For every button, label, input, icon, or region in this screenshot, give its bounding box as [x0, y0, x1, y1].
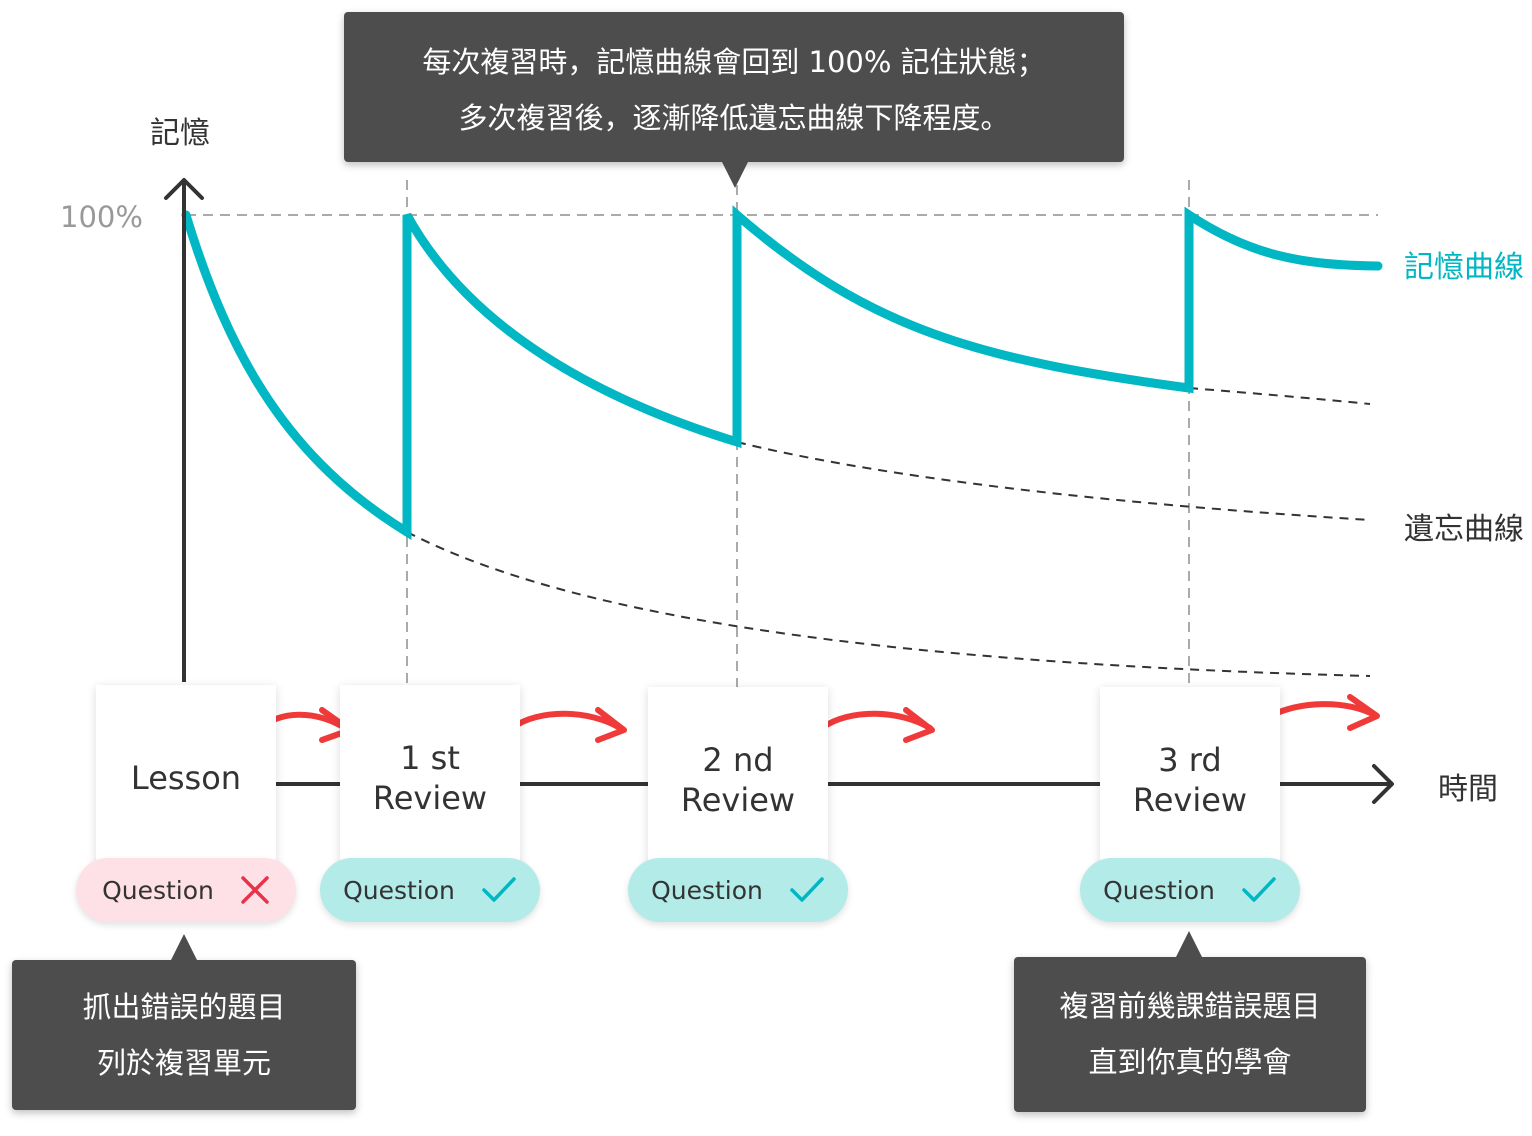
check-icon: [790, 877, 824, 902]
review-3-label: Review: [1132, 780, 1248, 819]
callout-line-2: 直到你真的學會: [1088, 1045, 1292, 1079]
review-2-card: 2 nd Review: [648, 687, 828, 872]
review-2-ordinal: 2 nd: [702, 740, 774, 779]
review-2-label: Review: [680, 780, 796, 819]
review-1-card: 1 st Review: [340, 685, 520, 870]
forgetting-curve-2: [736, 441, 1371, 521]
memory-curve: [181, 205, 1383, 541]
forgetting-curve-3: [1188, 387, 1371, 405]
question-label: Question: [1103, 875, 1215, 905]
callout-line-2: 列於複習單元: [96, 1046, 271, 1080]
x-axis-arrowhead: [1372, 764, 1394, 804]
cross-icon: [241, 876, 269, 904]
check-icon: [1242, 877, 1276, 902]
x-axis-label: 時間: [1438, 772, 1498, 807]
review-3-question-pill: Question: [1080, 858, 1300, 922]
forgetting-curve-1: [406, 531, 1371, 677]
hundred-percent-label: 100%: [60, 200, 143, 234]
lesson-question-pill: Question: [76, 858, 296, 922]
review-1-ordinal: 1 st: [400, 738, 460, 777]
question-label: Question: [102, 875, 214, 905]
y-axis-label: 記憶: [150, 116, 210, 151]
review-1-label: Review: [372, 778, 488, 817]
review-3-ordinal: 3 rd: [1158, 740, 1222, 779]
question-label: Question: [343, 875, 455, 905]
forgetting-curve-label: 遺忘曲線: [1404, 512, 1524, 547]
callout-line-1: 複習前幾課錯誤題目: [1059, 989, 1321, 1023]
callout-line-2: 多次複習後，逐漸降低遺忘曲線下降程度。: [458, 101, 1010, 135]
lesson-card: Lesson: [96, 685, 276, 870]
callout-line-1: 抓出錯誤的題目: [82, 990, 286, 1024]
y-axis-arrowhead: [164, 178, 204, 200]
callout-line-1: 每次複習時，記憶曲線會回到 100% 記住狀態；: [422, 45, 1046, 79]
lesson-label: Lesson: [130, 758, 242, 797]
memory-curve-label: 記憶曲線: [1404, 250, 1524, 285]
curved-arrow-icon: [1263, 694, 1380, 731]
curved-arrow-icon: [509, 707, 627, 743]
curved-arrow-icon: [819, 707, 935, 743]
review-1-question-pill: Question: [320, 858, 540, 922]
wrong-question-callout: 抓出錯誤的題目 列於複習單元: [12, 934, 356, 1110]
review-2-question-pill: Question: [628, 858, 848, 922]
question-label: Question: [651, 875, 763, 905]
review-explanation-callout: 每次複習時，記憶曲線會回到 100% 記住狀態； 多次複習後，逐漸降低遺忘曲線下…: [344, 12, 1124, 188]
review-mistakes-callout: 複習前幾課錯誤題目 直到你真的學會: [1014, 931, 1366, 1112]
check-icon: [482, 877, 516, 902]
review-3-card: 3 rd Review: [1100, 687, 1280, 872]
